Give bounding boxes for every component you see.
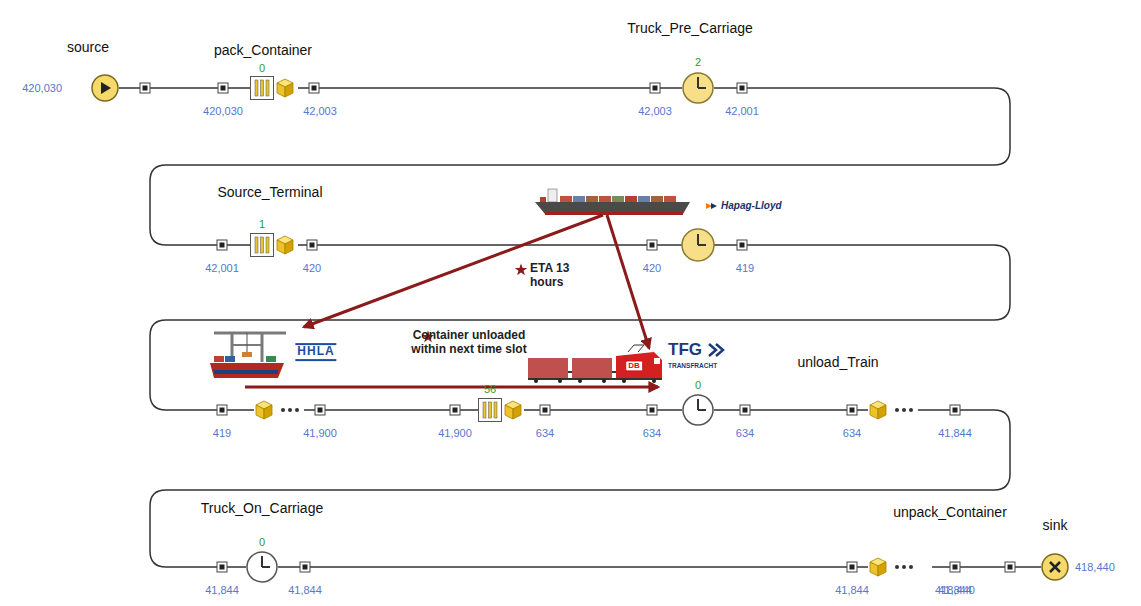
- block-symbol: [478, 398, 524, 422]
- block-node: Truck_On_Carriage0: [246, 551, 278, 583]
- logo-text: Hapag-Lloyd: [721, 200, 782, 212]
- port-count: 42,003: [303, 105, 337, 118]
- port-count: 634: [843, 427, 861, 440]
- block-node: unload_Train0: [682, 394, 714, 426]
- logo-text: HHLA: [295, 343, 336, 361]
- unbatch-symbol: [254, 400, 918, 420]
- block-count: 0: [695, 379, 701, 392]
- flow-connector: [278, 566, 868, 568]
- block-symbol: [250, 233, 298, 257]
- block-symbol: [1041, 553, 1069, 581]
- logo-text: TFG: [668, 340, 702, 360]
- port-count: 419: [736, 262, 754, 275]
- block-node: sink: [1041, 553, 1069, 581]
- delay-symbol: [682, 229, 714, 261]
- block-symbol: [250, 76, 298, 100]
- port-count: 634: [536, 427, 554, 440]
- port-symbols: [140, 83, 1015, 572]
- port-count: 42,001: [205, 262, 239, 275]
- port-count: 634: [643, 427, 661, 440]
- block-name: sink: [1043, 517, 1068, 533]
- block-node: 56: [478, 398, 524, 422]
- port-count: 420,030: [203, 105, 243, 118]
- port-count: 42,003: [638, 105, 672, 118]
- port-count: 41,900: [438, 427, 472, 440]
- block-node: Truck_Pre_Carriage2: [682, 72, 714, 104]
- block-symbol: [246, 551, 278, 583]
- block-symbol: [868, 557, 932, 577]
- block-name: unload_Train: [797, 354, 878, 370]
- block-name: pack_Container: [214, 42, 312, 58]
- flow-connector: [150, 245, 1010, 410]
- port-count: 420,030: [22, 82, 62, 95]
- block-name: Truck_On_Carriage: [201, 500, 323, 516]
- block-count: 0: [259, 62, 265, 75]
- block-name: unpack_Container: [893, 504, 1007, 520]
- port-count: 420: [643, 262, 661, 275]
- flow-connector: [119, 87, 250, 89]
- port-count: 41,844: [288, 584, 322, 597]
- block-name: Source_Terminal: [217, 184, 322, 200]
- annotation-note: ETA 13 hours: [530, 262, 598, 290]
- port-count: 42,001: [725, 105, 759, 118]
- port-count: 41,844: [938, 427, 972, 440]
- block-symbol: [91, 74, 119, 102]
- block-count: 1: [259, 218, 265, 231]
- logo-text: TRANSFRACHT: [668, 362, 717, 369]
- port-count: 419: [213, 427, 231, 440]
- block-node: pack_Container0: [250, 76, 298, 100]
- logo-text: DB: [625, 360, 643, 371]
- flow-connector: [932, 566, 1041, 568]
- flow-connector: [150, 88, 1010, 245]
- block-count: 56: [484, 383, 496, 396]
- annotation-note: Container unloaded within next time slot: [405, 329, 533, 357]
- port-count: 420: [303, 262, 321, 275]
- block-node: Source_Terminal1: [250, 233, 298, 257]
- port-count: 634: [736, 427, 754, 440]
- terminal-picture: [210, 333, 286, 378]
- block-count: 0: [259, 536, 265, 549]
- port-count: 418,440: [1075, 561, 1115, 574]
- port-count: 41,900: [303, 427, 337, 440]
- block-name: Truck_Pre_Carriage: [627, 20, 753, 36]
- block-symbol: [682, 72, 714, 104]
- port-count: 41,844: [205, 584, 239, 597]
- block-count: 2: [695, 56, 701, 69]
- block-name: source: [67, 39, 109, 55]
- ship-picture: [535, 189, 717, 215]
- block-node: unpack_Container: [868, 557, 932, 577]
- port-count: 418,440: [935, 584, 975, 597]
- flow-connector: [298, 87, 682, 89]
- callout-arrows: [245, 215, 658, 387]
- port-count: 41,844: [835, 584, 869, 597]
- block-node: source: [91, 74, 119, 102]
- block-symbol: [682, 394, 714, 426]
- flow-connector: [150, 410, 1010, 567]
